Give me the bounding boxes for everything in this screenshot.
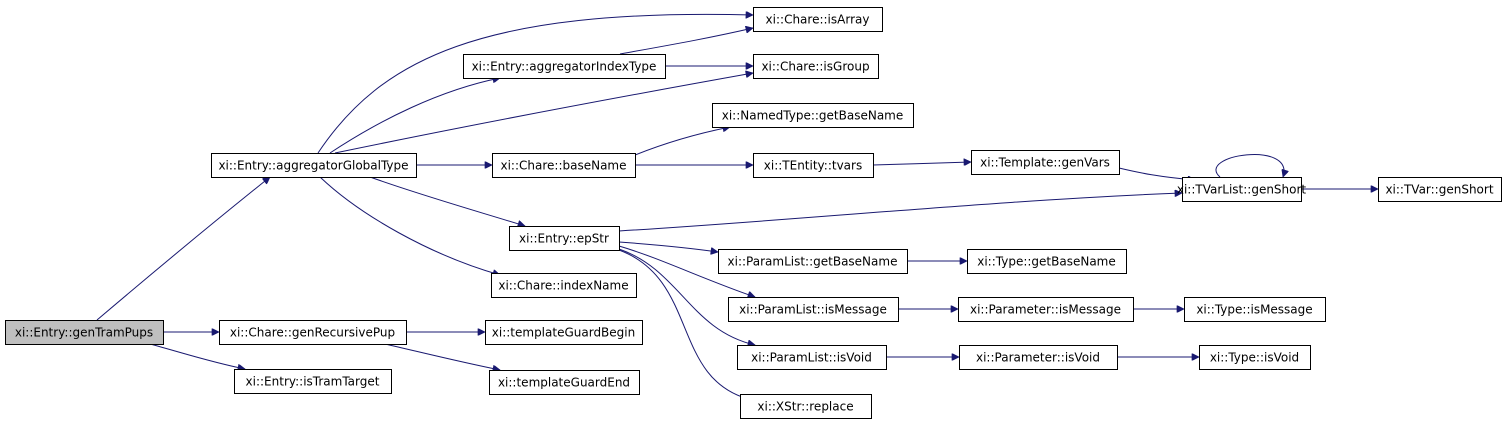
node-label: xi::templateGuardEnd: [498, 376, 630, 390]
node-box[interactable]: [753, 7, 883, 32]
node-label: xi::Entry::aggregatorIndexType: [472, 60, 657, 74]
edge-layer: [96, 14, 1378, 400]
node-box[interactable]: [718, 249, 908, 274]
node-box[interactable]: [1378, 177, 1502, 202]
node-pl_getbase[interactable]: xi::ParamList::getBaseName: [718, 249, 908, 274]
node-indexname[interactable]: xi::Chare::indexName: [491, 273, 637, 298]
edge-gentrampups-to-istramtarget: [149, 343, 245, 369]
node-box[interactable]: [967, 249, 1127, 274]
node-label: xi::Entry::epStr: [519, 232, 609, 246]
node-genshort[interactable]: xi::TVarList::genShort: [1177, 177, 1307, 202]
node-box[interactable]: [489, 370, 640, 395]
node-box[interactable]: [509, 226, 620, 251]
node-aggglobal[interactable]: xi::Entry::aggregatorGlobalType: [211, 153, 417, 178]
edge-genshort-to-genshort: [1215, 154, 1284, 177]
node-box[interactable]: [211, 153, 417, 178]
node-param_ismsg[interactable]: xi::Parameter::isMessage: [958, 297, 1134, 322]
node-label: xi::Chare::indexName: [498, 279, 628, 293]
node-type_ismsg[interactable]: xi::Type::isMessage: [1184, 297, 1326, 322]
node-box[interactable]: [491, 273, 637, 298]
node-box[interactable]: [971, 150, 1120, 175]
node-basename[interactable]: xi::Chare::baseName: [492, 153, 636, 178]
node-aggindex[interactable]: xi::Entry::aggregatorIndexType: [463, 54, 666, 79]
edge-epstr-to-pl_ismsg: [618, 245, 755, 297]
edge-epstr-to-replace: [618, 249, 752, 400]
node-box[interactable]: [958, 297, 1134, 322]
edge-basename-to-named_getbase: [634, 127, 730, 156]
edge-aggglobal-to-epstr: [369, 176, 525, 226]
node-box[interactable]: [1184, 297, 1326, 322]
edge-genrecpup-to-tgend: [384, 343, 500, 370]
node-label: xi::ParamList::isMessage: [739, 303, 887, 317]
node-label: xi::Template::genVars: [980, 156, 1110, 170]
node-type_getbase[interactable]: xi::Type::getBaseName: [967, 249, 1127, 274]
edge-gentrampups-to-aggglobal: [96, 177, 270, 321]
node-isgroup[interactable]: xi::Chare::isGroup: [753, 54, 879, 79]
node-box[interactable]: [712, 103, 914, 128]
node-tvars[interactable]: xi::TEntity::tvars: [753, 153, 874, 178]
node-box[interactable]: [219, 320, 407, 345]
node-tvargenshort[interactable]: xi::TVar::genShort: [1378, 177, 1502, 202]
node-box[interactable]: [1199, 345, 1311, 370]
node-label: xi::Entry::genTramPups: [15, 326, 153, 340]
node-box[interactable]: [5, 320, 164, 345]
edge-aggglobal-to-isarray: [317, 14, 753, 154]
node-label: xi::Chare::genRecursivePup: [230, 326, 395, 340]
node-label: xi::Entry::aggregatorGlobalType: [218, 159, 408, 173]
node-box[interactable]: [753, 153, 874, 178]
node-label: xi::Type::getBaseName: [977, 255, 1116, 269]
node-istramtarget[interactable]: xi::Entry::isTramTarget: [234, 369, 392, 394]
node-gentrampups[interactable]: xi::Entry::genTramPups: [5, 320, 164, 345]
node-box[interactable]: [753, 54, 879, 79]
node-label: xi::Type::isVoid: [1210, 351, 1299, 365]
node-label: xi::TEntity::tvars: [764, 159, 862, 173]
node-genvars[interactable]: xi::Template::genVars: [971, 150, 1120, 175]
node-pl_isvoid[interactable]: xi::ParamList::isVoid: [737, 345, 887, 370]
node-label: xi::Parameter::isVoid: [976, 351, 1100, 365]
edge-aggglobal-to-isgroup: [334, 73, 753, 154]
node-tgend[interactable]: xi::templateGuardEnd: [489, 370, 640, 395]
node-layer: xi::Entry::genTramPups xi::Entry::aggrega…: [5, 7, 1502, 419]
node-box[interactable]: [492, 153, 636, 178]
edge-epstr-to-genshort: [618, 193, 1182, 232]
node-box[interactable]: [463, 54, 666, 79]
edge-aggglobal-to-indexname: [319, 176, 500, 275]
node-replace[interactable]: xi::XStr::replace: [740, 394, 872, 419]
edge-epstr-to-pl_getbase: [618, 241, 718, 252]
node-label: xi::templateGuardBegin: [492, 326, 635, 340]
node-param_isvoid[interactable]: xi::Parameter::isVoid: [959, 345, 1118, 370]
node-tgbegin[interactable]: xi::templateGuardBegin: [485, 320, 643, 345]
node-label: xi::Parameter::isMessage: [970, 303, 1121, 317]
edge-tvars-to-genvars: [872, 162, 971, 165]
node-label: xi::Type::isMessage: [1196, 303, 1312, 317]
node-label: xi::Chare::baseName: [500, 159, 626, 173]
node-label: xi::Chare::isGroup: [761, 60, 869, 74]
node-label: xi::XStr::replace: [757, 400, 853, 414]
node-box[interactable]: [959, 345, 1118, 370]
node-box[interactable]: [740, 394, 872, 419]
node-label: xi::Chare::isArray: [766, 13, 870, 27]
node-box[interactable]: [737, 345, 887, 370]
edge-epstr-to-pl_isvoid: [618, 248, 755, 345]
node-label: xi::TVar::genShort: [1385, 183, 1493, 197]
node-pl_ismsg[interactable]: xi::ParamList::isMessage: [728, 297, 899, 322]
node-box[interactable]: [485, 320, 643, 345]
edge-aggglobal-to-aggindex: [329, 78, 500, 154]
node-named_getbase[interactable]: xi::NamedType::getBaseName: [712, 103, 914, 128]
node-label: xi::ParamList::isVoid: [751, 351, 872, 365]
node-box[interactable]: [728, 297, 899, 322]
node-label: xi::Entry::isTramTarget: [246, 375, 380, 389]
node-epstr[interactable]: xi::Entry::epStr: [509, 226, 620, 251]
node-isarray[interactable]: xi::Chare::isArray: [753, 7, 883, 32]
edge-aggindex-to-isarray: [619, 28, 753, 55]
node-label: xi::NamedType::getBaseName: [722, 109, 904, 123]
node-box[interactable]: [1182, 177, 1302, 202]
node-type_isvoid[interactable]: xi::Type::isVoid: [1199, 345, 1311, 370]
node-label: xi::ParamList::getBaseName: [728, 255, 898, 269]
node-genrecpup[interactable]: xi::Chare::genRecursivePup: [219, 320, 407, 345]
node-box[interactable]: [234, 369, 392, 394]
node-label: xi::TVarList::genShort: [1177, 183, 1307, 197]
